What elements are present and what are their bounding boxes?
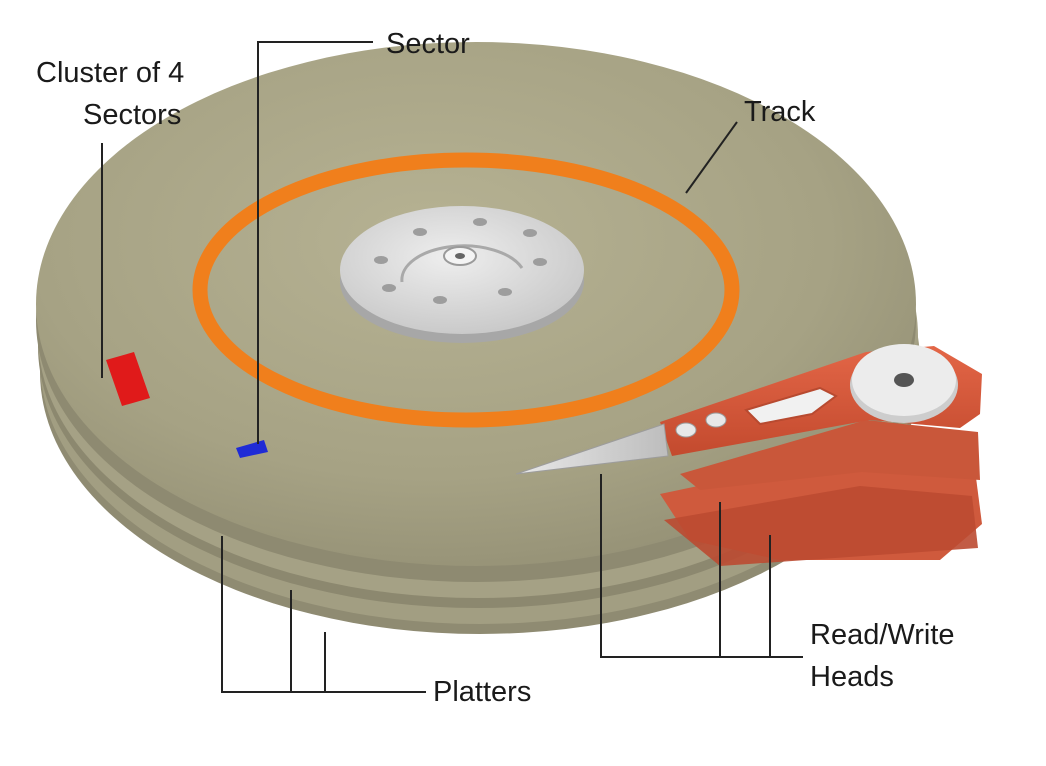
heads-label-line2: Heads: [810, 661, 894, 693]
leader-lines: [101, 41, 803, 693]
cluster-highlight: [106, 352, 150, 406]
sector-label: Sector: [386, 28, 470, 60]
track-ring: [192, 152, 740, 428]
platters-label: Platters: [433, 676, 532, 708]
read-write-arm: [515, 344, 982, 566]
sector-highlight: [236, 440, 268, 458]
leader-heads: [600, 474, 803, 658]
spindle-hub: [340, 206, 584, 343]
leader-track: [685, 121, 738, 194]
cluster-label: Cluster of 4 Sectors: [36, 52, 196, 136]
cluster-label-line2: Sectors: [83, 99, 182, 131]
track-label: Track: [744, 96, 816, 128]
leader-sector: [257, 41, 373, 444]
cluster-label-line1: Cluster of 4: [36, 57, 185, 89]
heads-label-line1: Read/Write: [810, 619, 955, 651]
heads-label: Read/Write Heads: [810, 614, 955, 698]
leader-platters: [221, 536, 426, 693]
